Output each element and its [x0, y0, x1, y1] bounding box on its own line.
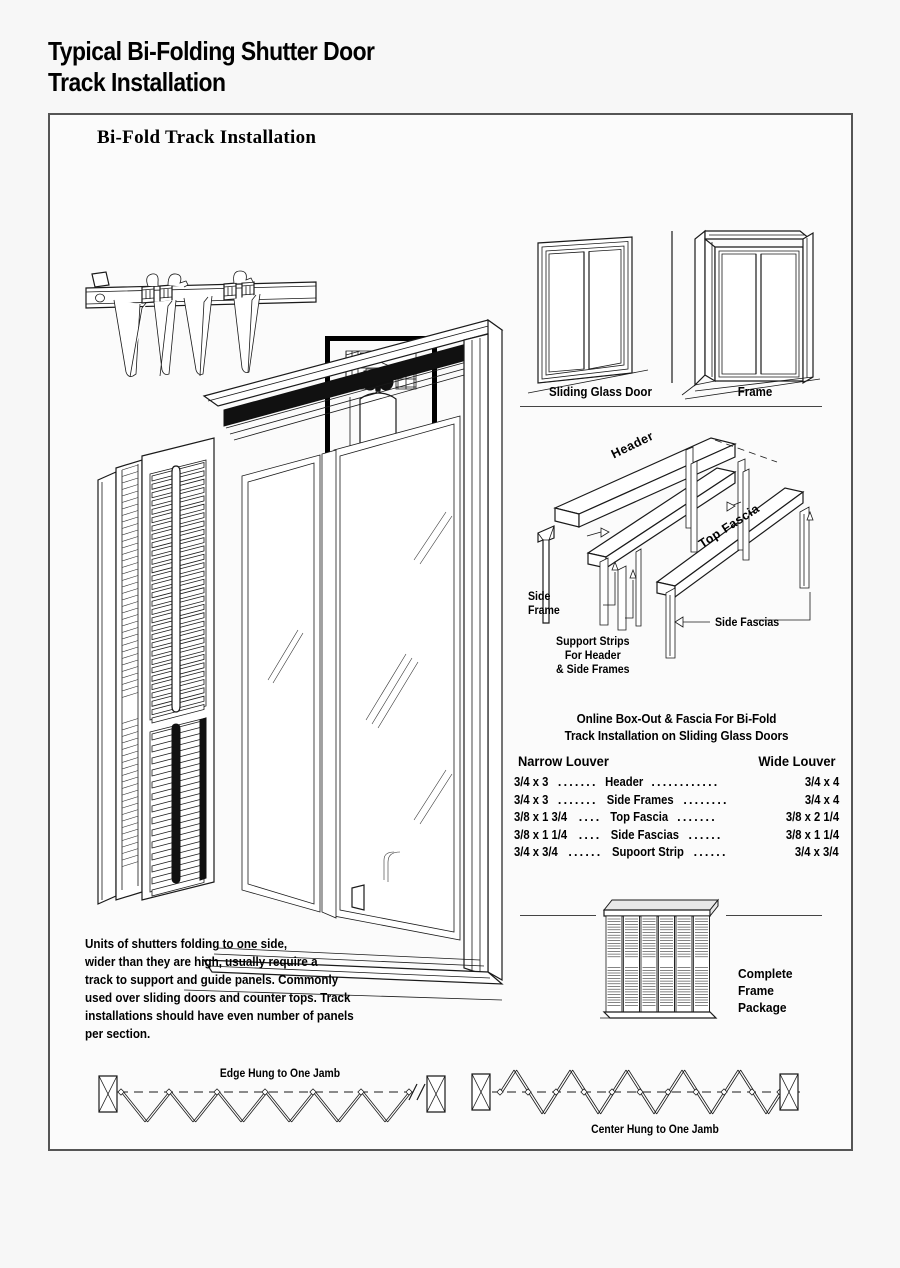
- spec-cell-narrow: 3/4 x 3/4: [514, 845, 558, 859]
- spec-dot-leader: ....: [573, 827, 608, 842]
- spec-cell-wide: 3/8 x 2 1/4: [785, 810, 839, 824]
- center-hung-fold-diagram: [470, 1062, 815, 1134]
- complete-frame-package-label: Complete Frame Package: [738, 966, 793, 1015]
- spec-cell-wide: 3/8 x 1 1/4: [785, 827, 839, 842]
- spec-cell-part: Side Fascias: [610, 827, 680, 842]
- frame-package-divider-left: [520, 915, 596, 916]
- spec-col-wide: Wide Louver: [758, 753, 836, 769]
- spec-dot-leader: .......: [552, 775, 604, 789]
- spec-dot-leader: ......: [687, 845, 728, 859]
- frame-package-divider-right: [726, 915, 822, 916]
- edge-hung-caption: Edge Hung to One Jamb: [219, 1068, 341, 1080]
- spec-dot-leader: .......: [552, 792, 604, 807]
- spec-dot-leader: .......: [671, 810, 717, 824]
- assembly-side-fascias-label: Side Fascias: [715, 617, 780, 629]
- panel-heading: Bi-Fold Track Installation: [97, 127, 317, 148]
- door-example-right-label: Frame: [737, 385, 773, 399]
- spec-column-headers: Narrow Louver Wide Louver: [514, 753, 839, 769]
- door-examples-art: [520, 225, 845, 405]
- spec-cell-part: Top Fascia: [610, 810, 669, 824]
- spec-cell-wide: 3/4 x 4: [804, 792, 839, 807]
- spec-cell-narrow: 3/8 x 1 3/4: [514, 810, 568, 824]
- spec-row: 3/8 x 1 3/4 .... Top Fascia ....... 3/8 x…: [514, 809, 839, 827]
- spec-cell-part: Supoort Strip: [612, 845, 684, 859]
- spec-dot-leader: ....: [573, 810, 608, 824]
- center-hung-caption: Center Hung to One Jamb: [591, 1124, 719, 1136]
- spec-cell-part: Side Frames: [607, 792, 674, 807]
- page-title: Typical Bi-Folding Shutter Door Track In…: [48, 36, 375, 97]
- assembly-exploded-art: [505, 420, 850, 635]
- track-and-carriers-art: [84, 272, 349, 392]
- spec-dot-leader: ........: [677, 792, 729, 807]
- spec-cell-narrow: 3/4 x 3: [514, 775, 549, 789]
- edge-hung-fold-diagram: [95, 1068, 450, 1136]
- assembly-side-frame-label: Side Frame: [528, 591, 560, 617]
- main-door-shutter-art: [84, 300, 514, 1000]
- door-examples-divider: [520, 406, 822, 407]
- spec-row: 3/8 x 1 1/4 .... Side Fascias ...... 3/8 …: [514, 827, 839, 845]
- spec-dot-leader: ......: [682, 827, 723, 842]
- spec-rows: 3/4 x 3 ....... Header ............3/4 x…: [514, 774, 839, 862]
- assembly-support-strips-label: Support Strips For Header & Side Frames: [556, 636, 630, 676]
- spec-cell-narrow: 3/4 x 3: [514, 792, 549, 807]
- spec-row: 3/4 x 3 ....... Side Frames ........ 3/4 …: [514, 792, 839, 810]
- spec-cell-part: Header: [605, 775, 644, 789]
- spec-cell-wide: 3/4 x 3/4: [795, 845, 839, 859]
- spec-row: 3/4 x 3/4 ...... Supoort Strip ...... 3/4…: [514, 844, 839, 862]
- specification-table: Online Box-Out & Fascia For Bi-Fold Trac…: [514, 710, 839, 862]
- spec-cell-narrow: 3/8 x 1 1/4: [514, 827, 568, 842]
- spec-dot-leader: ............: [645, 775, 720, 789]
- spec-cell-wide: 3/4 x 4: [804, 775, 839, 789]
- door-example-left-label: Sliding Glass Door: [549, 385, 652, 399]
- spec-title: Online Box-Out & Fascia For Bi-Fold Trac…: [564, 711, 789, 743]
- complete-frame-package-art: [596, 892, 726, 1022]
- spec-row: 3/4 x 3 ....... Header ............ 3/4 x…: [514, 774, 839, 792]
- spec-col-narrow: Narrow Louver: [517, 753, 609, 769]
- spec-dot-leader: ......: [562, 845, 609, 859]
- louvered-shutter-panels-art: [96, 430, 246, 915]
- installation-note: Units of shutters folding to one side, w…: [85, 937, 354, 1041]
